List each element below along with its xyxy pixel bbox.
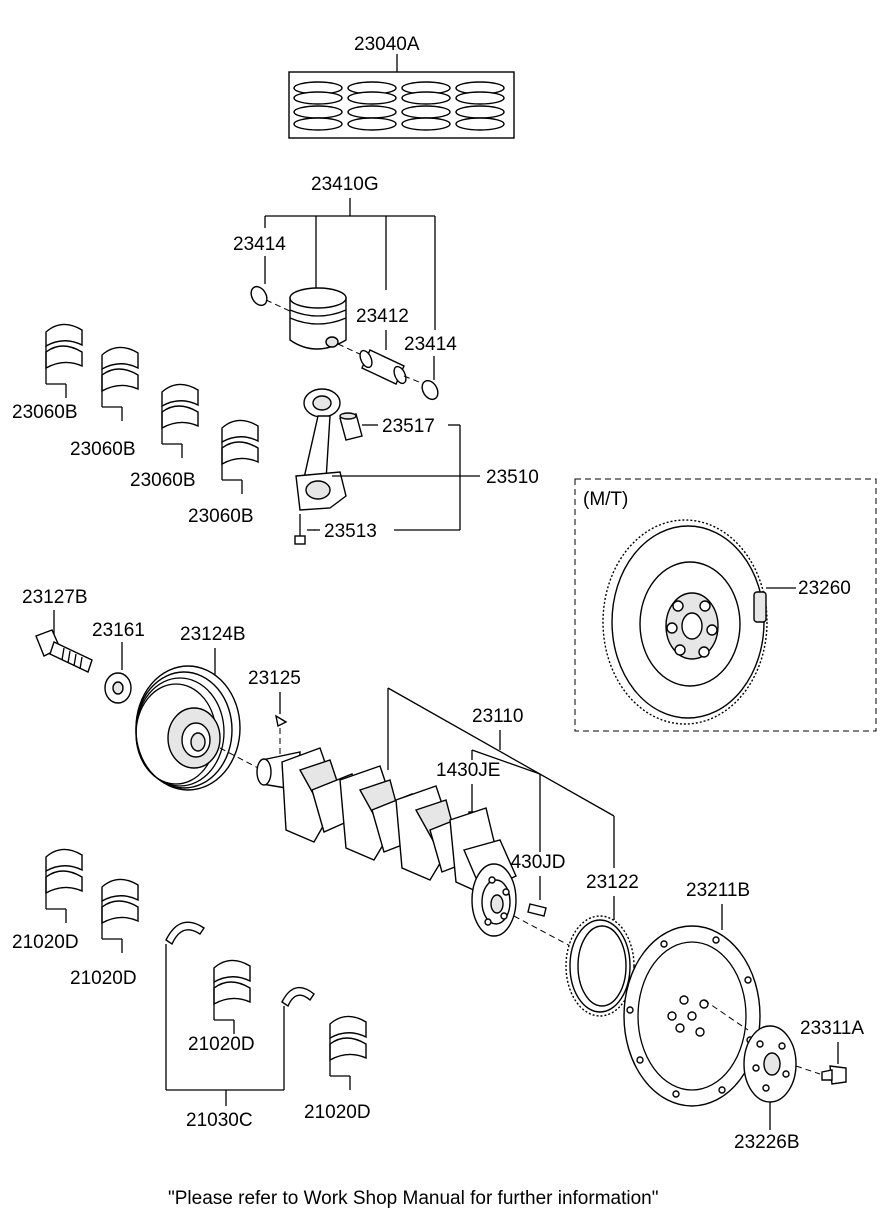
label-bearing-lower-1: 21020D xyxy=(12,932,79,953)
main-bearing-upper-3[interactable] xyxy=(161,383,199,459)
label-pin-1430je: 1430JE xyxy=(436,760,500,781)
piston-pin[interactable] xyxy=(358,349,409,386)
label-washer: 23161 xyxy=(92,620,145,641)
label-conrod-bearing: 23517 xyxy=(382,416,435,437)
ring-gear[interactable] xyxy=(565,915,635,1017)
conrod-bolt[interactable] xyxy=(294,514,306,545)
label-conrod-assembly: 23510 xyxy=(486,467,539,488)
label-bearing-upper-2: 23060B xyxy=(70,439,136,460)
main-bearing-lower-4[interactable] xyxy=(329,1015,367,1091)
mt-group-box xyxy=(574,478,877,732)
main-bearing-lower-1[interactable] xyxy=(45,848,83,924)
snap-ring-left[interactable] xyxy=(248,284,270,308)
thrust-washer-right[interactable] xyxy=(281,986,315,1008)
thrust-washer-left[interactable] xyxy=(165,921,205,946)
label-plate-bolt: 23311A xyxy=(800,1018,864,1039)
label-crankshaft: 23110 xyxy=(472,706,523,727)
piston[interactable] xyxy=(289,287,347,350)
label-mt-group: (M/T) xyxy=(583,489,628,510)
label-bearing-lower-3: 21020D xyxy=(188,1034,255,1055)
main-bearing-upper-2[interactable] xyxy=(101,346,139,422)
piston-assembly-leaders xyxy=(264,198,436,380)
crankshaft[interactable] xyxy=(256,747,517,937)
label-ring-gear: 23122 xyxy=(586,872,639,893)
pulley-bolt[interactable] xyxy=(35,629,93,673)
adapter-plate[interactable] xyxy=(743,1025,797,1103)
main-bearing-upper-1[interactable] xyxy=(45,323,83,398)
label-drive-plate: 23211B xyxy=(686,880,750,901)
dowel-pin-1430jd[interactable] xyxy=(527,903,547,917)
label-conrod-bolt: 23513 xyxy=(324,521,377,542)
label-pulley-bolt: 23127B xyxy=(22,587,88,608)
main-bearing-lower-2[interactable] xyxy=(101,878,139,954)
label-key: 23125 xyxy=(248,668,301,689)
label-bearing-upper-1: 23060B xyxy=(12,402,78,423)
footer-note: "Please refer to Work Shop Manual for fu… xyxy=(168,1188,658,1209)
label-bearing-lower-2: 21020D xyxy=(70,968,137,989)
main-bearing-lower-3[interactable] xyxy=(213,959,251,1035)
piston-ring-set[interactable] xyxy=(288,54,515,139)
label-adapter-plate: 23226B xyxy=(734,1132,800,1153)
label-bearing-upper-3: 23060B xyxy=(130,470,196,491)
label-pin-1430jd: 1430JD xyxy=(500,852,566,873)
label-bearing-lower-4: 21020D xyxy=(304,1102,371,1123)
flywheel[interactable] xyxy=(602,519,768,725)
label-flywheel: 23260 xyxy=(798,578,851,599)
drive-plate[interactable] xyxy=(623,925,761,1107)
label-snap-ring-left: 23414 xyxy=(233,234,286,255)
snap-ring-right[interactable] xyxy=(419,378,441,402)
plate-bolt[interactable] xyxy=(821,1065,847,1085)
woodruff-key[interactable] xyxy=(275,714,288,728)
damper-pulley[interactable] xyxy=(135,665,241,791)
label-bearing-upper-4: 23060B xyxy=(188,506,254,527)
conrod-bearing[interactable] xyxy=(339,412,363,441)
washer[interactable] xyxy=(104,672,132,704)
label-piston-ring-set: 23040A xyxy=(354,34,420,55)
label-thrust-washer: 21030C xyxy=(186,1110,253,1131)
connecting-rod[interactable] xyxy=(295,388,347,511)
label-piston-assembly: 23410G xyxy=(311,174,379,195)
main-bearing-upper-4[interactable] xyxy=(221,419,259,495)
label-piston-pin: 23412 xyxy=(356,306,409,327)
label-snap-ring-right: 23414 xyxy=(404,334,457,355)
label-damper-pulley: 23124B xyxy=(180,624,246,645)
